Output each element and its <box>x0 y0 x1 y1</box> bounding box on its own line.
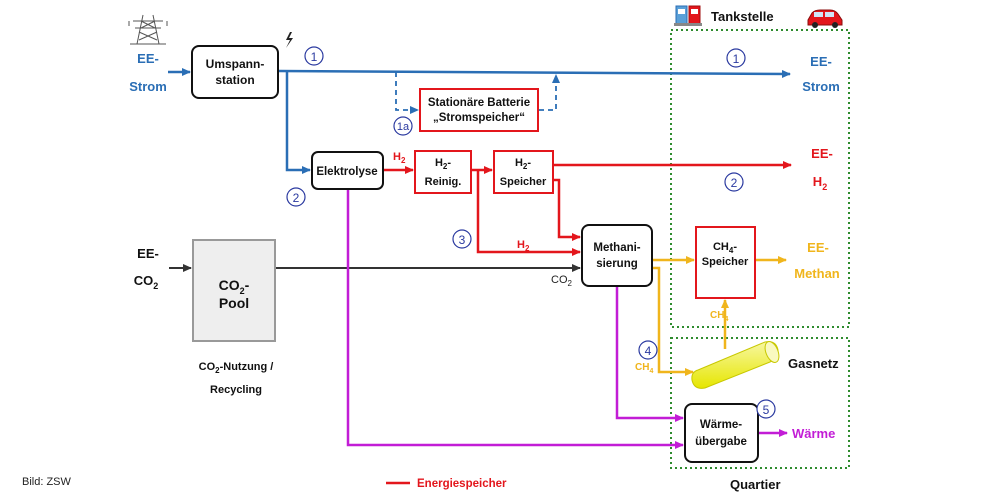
strom-to-elektrolyse-line <box>285 71 311 174</box>
gas-pipe-icon <box>691 341 780 389</box>
co2-pool-label-2: Pool <box>219 295 249 311</box>
h2-reinigung-label-2: Reinig. <box>425 176 462 188</box>
ee-methan-label: EE- <box>807 240 829 255</box>
ee-methan-label-2: Methan <box>794 266 840 281</box>
step-number-1: 1 <box>311 50 318 64</box>
step-number-4: 4 <box>645 344 652 358</box>
waermeuebergabe-label: Wärme- <box>700 419 742 431</box>
ee-h2-output-label-2: H2 <box>813 174 827 192</box>
ch4-speicher-label: CH4- <box>713 241 737 255</box>
co2-small-label: CO2 <box>551 274 573 288</box>
h2-speicher-label-2: Speicher <box>500 176 547 188</box>
h2-flow-label: H2 <box>393 151 406 165</box>
car-icon <box>807 9 843 28</box>
gasnetz-label: Gasnetz <box>788 356 839 371</box>
h2-reinigung-label: H2- <box>435 157 451 171</box>
waerme-from-methanisierung <box>615 286 684 422</box>
step-marker-1a <box>286 46 776 419</box>
h2-speicher-to-methanisierung <box>553 178 581 241</box>
methanisierung-label: Methani- <box>593 242 640 254</box>
h2-reinigung-box <box>414 150 472 194</box>
batterie-return-dashed <box>539 74 560 111</box>
ee-h2-output-label: EE- <box>811 146 833 161</box>
ee-strom-input-label-2: Strom <box>129 79 167 94</box>
ch4-speicher-label-2: Speicher <box>702 256 749 268</box>
step-number-2-right: 2 <box>731 176 738 190</box>
energiespeicher-legend-label: Energiespeicher <box>417 478 507 490</box>
co2-nutzung-label-2: Recycling <box>210 384 262 396</box>
lightning-icon <box>286 32 293 48</box>
waerme-output-label: Wärme <box>792 426 835 441</box>
tankstelle-region <box>670 29 850 328</box>
step-number-1-right: 1 <box>733 52 740 66</box>
umspannstation-label-2: station <box>215 73 254 87</box>
quartier-label: Quartier <box>730 477 781 492</box>
power-pylon-icon <box>128 14 168 45</box>
ee-strom-input-label: EE- <box>137 51 159 66</box>
batterie-label-2: „Stromspeicher“ <box>433 112 525 124</box>
co2-pool-box <box>192 239 276 342</box>
fuel-pump-icon <box>674 5 702 26</box>
elektrolyse-label: Elektrolyse <box>316 166 377 178</box>
umspannstation-label: Umspann- <box>206 57 265 71</box>
waermeuebergabe-label-2: übergabe <box>695 436 747 448</box>
methanisierung-box <box>581 224 653 287</box>
step-number-2: 2 <box>293 191 300 205</box>
batterie-label: Stationäre Batterie <box>428 97 530 109</box>
waerme-from-elektrolyse <box>346 190 684 449</box>
step-number-1a: 1a <box>397 121 410 133</box>
h2-to-methan-label: H2 <box>517 239 530 253</box>
batterie-box <box>419 88 539 132</box>
elektrolyse-box <box>311 151 384 190</box>
ch4-flow-label: CH4 <box>635 362 653 375</box>
ee-co2-input-label: EE- <box>137 246 159 261</box>
waermeuebergabe-box <box>684 403 759 463</box>
image-credit: Bild: ZSW <box>22 476 72 488</box>
ee-co2-input-label-2: CO2 <box>134 273 159 291</box>
strom-main-line <box>278 69 791 78</box>
h2-speicher-box <box>493 150 554 194</box>
umspannstation-box <box>191 45 279 99</box>
quartier-region <box>670 337 850 469</box>
h2-speicher-label: H2- <box>515 157 531 171</box>
ee-strom-output-label-2: Strom <box>802 79 840 94</box>
tankstelle-label: Tankstelle <box>711 9 774 24</box>
step-number-3: 3 <box>459 233 466 247</box>
h2-reinig-to-methanisierung <box>476 170 581 256</box>
ch4-gasnetz-label: CH4 <box>710 310 728 323</box>
methan-to-gasnetz <box>652 266 694 376</box>
step-number-5: 5 <box>763 403 770 417</box>
ee-strom-output-label: EE- <box>810 54 832 69</box>
co2-nutzung-label: CO2-Nutzung / <box>199 361 274 375</box>
strom-to-batterie-dashed <box>395 72 419 114</box>
ch4-speicher-box <box>695 226 756 299</box>
co2-pool-label: CO2- <box>219 277 250 296</box>
methanisierung-label-2: sierung <box>596 258 638 270</box>
